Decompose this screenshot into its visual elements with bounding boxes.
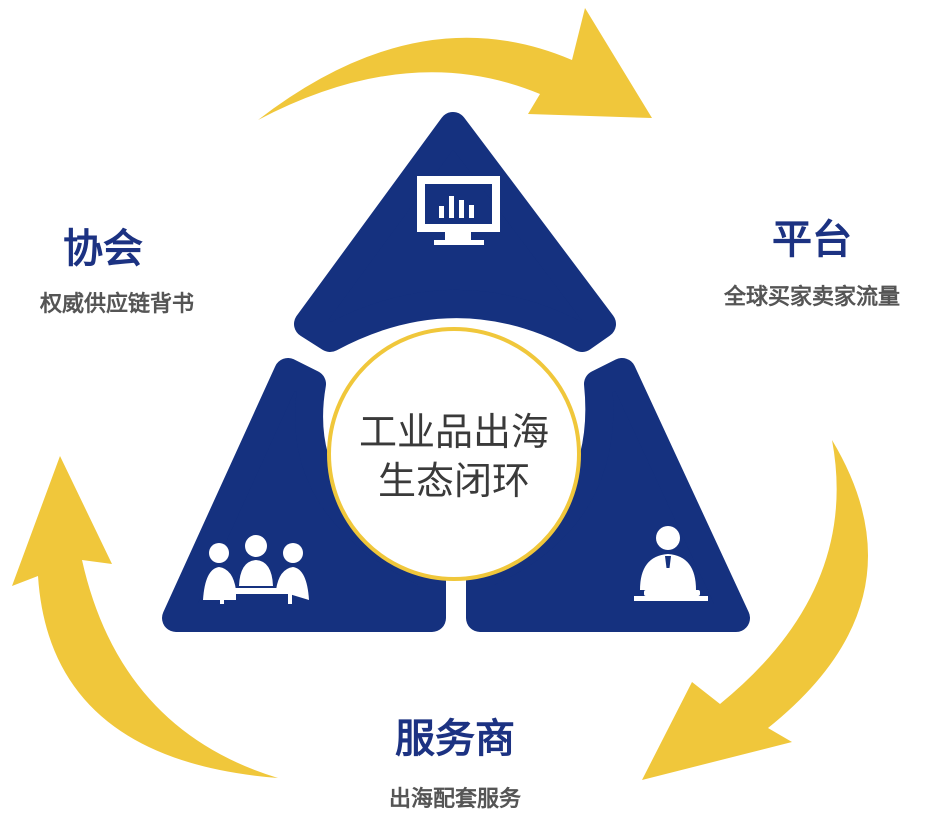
association-subtitle: 权威供应链背书	[39, 291, 194, 317]
arrow-top	[258, 8, 652, 120]
arrow-left	[12, 456, 278, 778]
service-provider-title: 服务商	[395, 716, 515, 762]
platform-title: 平台	[772, 217, 852, 263]
center-title-line2: 生态闭环	[378, 459, 530, 503]
monitor-chart-icon	[417, 176, 500, 245]
center-circle	[327, 327, 581, 581]
platform-subtitle: 全球买家卖家流量	[723, 284, 900, 310]
person-laptop-icon	[634, 526, 708, 601]
group-meeting-icon	[203, 535, 309, 604]
center-title-line1: 工业品出海	[359, 410, 549, 454]
arrow-right	[642, 440, 868, 780]
service-provider-subtitle: 出海配套服务	[389, 786, 522, 812]
association-title: 协会	[63, 226, 143, 272]
